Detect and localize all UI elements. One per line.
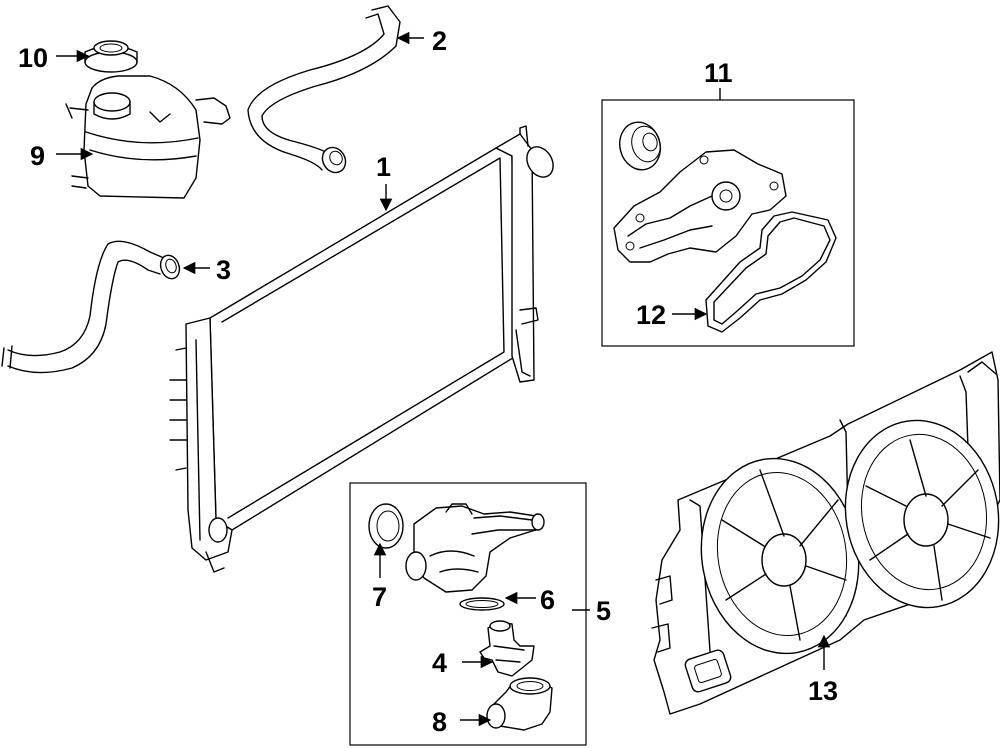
callout-8: 8: [432, 707, 447, 737]
cooling-fan-assembly: [651, 351, 1000, 715]
thermostat-housing-seal: [368, 503, 404, 549]
callout-13: 13: [808, 676, 838, 706]
callout-5: 5: [596, 596, 611, 626]
coolant-reservoir: [65, 75, 231, 199]
callout-1: 1: [376, 152, 391, 182]
upper-radiator-hose: [247, 5, 401, 174]
callout-labels: 1 2 3 4 5 6 7 8 9 10 11 12 13: [18, 26, 838, 737]
water-pump-group-box: [601, 99, 855, 347]
leader-lines: [56, 31, 831, 727]
coolant-outlet: [486, 677, 553, 731]
callout-3: 3: [216, 255, 231, 285]
callout-7: 7: [372, 582, 387, 612]
thermostat: [479, 620, 535, 677]
callout-11: 11: [704, 58, 733, 88]
water-pump: [613, 121, 787, 263]
thermostat-housing: [405, 503, 545, 593]
callout-9: 9: [30, 141, 45, 171]
callout-6: 6: [540, 585, 555, 615]
callout-12: 12: [636, 300, 666, 330]
thermostat-group-box: [349, 482, 587, 746]
radiator: [169, 125, 554, 573]
callout-10: 10: [18, 43, 48, 73]
callout-4: 4: [432, 648, 447, 678]
thermostat-gasket: [459, 597, 505, 611]
callout-2: 2: [432, 26, 447, 56]
lower-radiator-hose: [1, 240, 181, 374]
reservoir-cap: [84, 40, 138, 73]
water-pump-gasket: [705, 211, 837, 333]
